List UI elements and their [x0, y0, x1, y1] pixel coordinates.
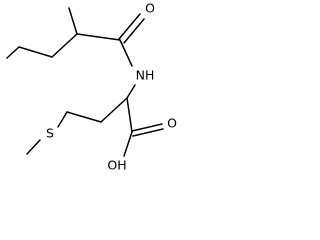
bond-alpha-carboxyl [126, 97, 133, 133]
hydroxyl-label: OH [107, 158, 126, 173]
bond-carbonyl-nitrogen [119, 39, 133, 67]
bond-ch2-sulfur [57, 111, 68, 128]
bond-c4-c5 [6, 46, 20, 59]
bond-methyl-c2 [68, 7, 78, 35]
chemical-structure-diagram: O NH S O OH [6, 1, 177, 173]
carbonyl-oxygen-label: O [145, 1, 155, 16]
acid-oxygen-label: O [167, 116, 177, 131]
bond-carbonyl-oxygen-1 [118, 13, 141, 40]
bond-c2-carbonyl [76, 33, 121, 41]
bond-nitrogen-alpha [126, 84, 136, 99]
bond-ch2-ch2 [66, 111, 102, 123]
amide-nitrogen-label: NH [136, 68, 155, 83]
bond-alpha-ch2 [100, 97, 128, 123]
bond-c2-c3 [51, 33, 78, 58]
bond-group [6, 7, 164, 157]
thioether-sulfur-label: S [46, 126, 54, 141]
bond-carbonyl-oxygen-2 [123, 18, 145, 44]
bond-carboxyl-oxygen-1 [131, 123, 163, 132]
bond-c3-c4 [18, 46, 53, 58]
bond-sulfur-methyl [26, 139, 41, 155]
atom-label-group: O NH S O OH [46, 1, 177, 173]
bond-carboxyl-oxygen-2 [132, 128, 164, 137]
bond-carboxyl-hydroxyl [123, 131, 133, 157]
